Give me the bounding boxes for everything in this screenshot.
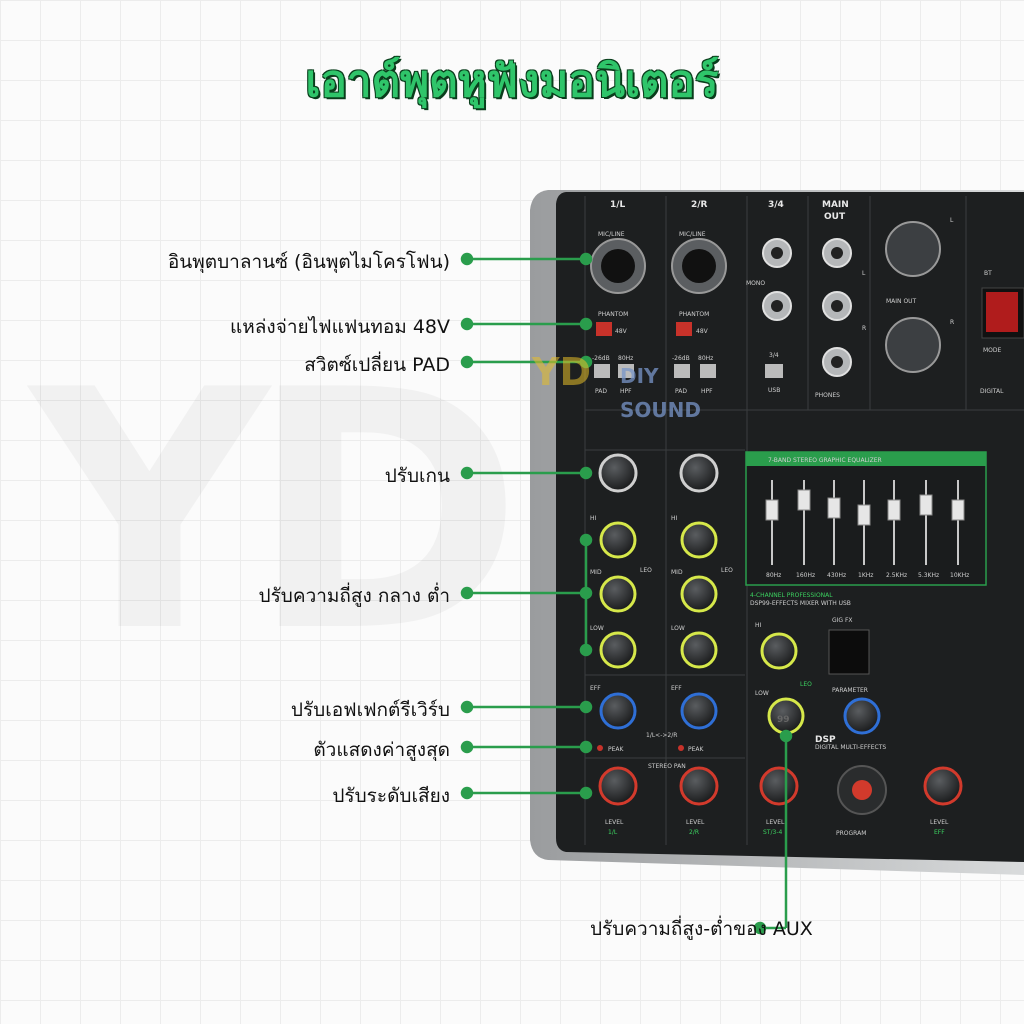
label-reverb: ปรับเอฟเฟกต์รีเวิร์บ — [290, 699, 450, 721]
hi-aux: HI — [755, 622, 762, 629]
mid-1: MID — [590, 569, 602, 576]
label-balanced-input: อินพุตบาลานซ์ (อินพุตไมโครโฟน) — [167, 251, 450, 273]
product-line2: DSP99-EFFECTS MIXER WITH USB — [750, 600, 851, 607]
pan-range: 1/L<->2/R — [646, 732, 677, 739]
hpf-1: 80Hz — [618, 355, 633, 362]
peak-1: PEAK — [608, 746, 625, 753]
main-out-label: MAIN OUT — [886, 298, 917, 305]
usb-label: USB — [768, 387, 780, 394]
page-title: เอาต์พุตหูฟังมอนิเตอร์ — [305, 56, 719, 107]
l-label: L — [862, 270, 866, 277]
main-out-bottom: OUT — [824, 212, 846, 222]
st34-bottom: ST/3-4 — [763, 829, 782, 836]
eq-title: 7-BAND STEREO GRAPHIC EQUALIZER — [768, 457, 882, 464]
phantom-2: PHANTOM — [679, 311, 709, 318]
label-gain: ปรับเกน — [384, 465, 450, 487]
eff-2: EFF — [671, 685, 682, 692]
hpf-label-2: HPF — [701, 388, 713, 395]
pad-2: -26dB — [672, 355, 690, 362]
level-4: LEVEL — [930, 819, 949, 826]
mic-line-1: MIC/LINE — [598, 231, 625, 238]
hi-2: HI — [671, 515, 678, 522]
brand-logo: YD DIY SOUND — [532, 350, 701, 422]
label-level: ปรับระดับเสียง — [332, 785, 450, 807]
eff-1: EFF — [590, 685, 601, 692]
hi-1: HI — [590, 515, 597, 522]
product-line1: 4-CHANNEL PROFESSIONAL — [750, 592, 833, 599]
label-phantom-power: แหล่งจ่ายไฟแฟนทอม 48V — [230, 316, 450, 338]
eq-band-label: 430Hz — [827, 572, 846, 579]
program-label: PROGRAM — [836, 830, 866, 837]
leo-1: LEO — [640, 567, 652, 574]
eq-band-label: 2.5KHz — [886, 572, 907, 579]
label-pad-switch: สวิตซ์เปลี่ยน PAD — [304, 354, 450, 376]
peak-2: PEAK — [688, 746, 705, 753]
usb-34: 3/4 — [769, 352, 779, 359]
hpf-label-1: HPF — [620, 388, 632, 395]
pad-label-2: PAD — [675, 388, 687, 395]
ch1-label: 1/L — [610, 200, 626, 210]
r-label-xlr: R — [950, 319, 954, 326]
mono-label: MONO — [746, 280, 765, 287]
ch2-bottom: 2/R — [689, 829, 699, 836]
l-label-xlr: L — [950, 217, 954, 224]
bt-label: BT — [984, 270, 992, 277]
mode-label: MODE — [983, 347, 1002, 354]
eff-bottom: EFF — [934, 829, 945, 836]
ch34-label: 3/4 — [768, 200, 784, 210]
brand-line1: DIY — [620, 364, 659, 388]
phones-label: PHONES — [815, 392, 840, 399]
gig-fx: GIG FX — [832, 617, 853, 624]
eq-band-label: 5.3KHz — [918, 572, 939, 579]
pad-label-1: PAD — [595, 388, 607, 395]
dsp-num: 99 — [777, 715, 790, 725]
pad-1: -26dB — [592, 355, 610, 362]
label-eq: ปรับความถี่สูง กลาง ต่ำ — [258, 585, 450, 607]
eq-band-label: 1KHz — [858, 572, 873, 579]
hpf-2: 80Hz — [698, 355, 713, 362]
eq-band-label: 10KHz — [950, 572, 969, 579]
mid-2: MID — [671, 569, 683, 576]
low-1: LOW — [590, 625, 604, 632]
stereo-pan: STEREO PAN — [648, 763, 686, 770]
eq-band-label: 80Hz — [766, 572, 781, 579]
v48-1: 48V — [615, 328, 628, 335]
phantom-1: PHANTOM — [598, 311, 628, 318]
dsp-sub: DIGITAL MULTI-EFFECTS — [815, 744, 886, 751]
ch1-bottom: 1/L — [608, 829, 618, 836]
dsp-label: DSP — [815, 735, 836, 745]
parameter-label: PARAMETER — [832, 687, 868, 694]
v48-2: 48V — [696, 328, 709, 335]
low-aux: LOW — [755, 690, 769, 697]
ch2-label: 2/R — [691, 200, 708, 210]
brand-logo-mark: YD — [532, 350, 592, 394]
watermark-text: YD — [30, 320, 523, 704]
r-label: R — [862, 325, 866, 332]
low-2: LOW — [671, 625, 685, 632]
leo-2: LEO — [721, 567, 733, 574]
brand-line2: SOUND — [620, 398, 701, 422]
level-2: LEVEL — [686, 819, 705, 826]
level-1: LEVEL — [605, 819, 624, 826]
leo-aux: LEO — [800, 681, 812, 688]
level-3: LEVEL — [766, 819, 785, 826]
main-out-top: MAIN — [822, 200, 849, 210]
label-peak: ตัวแสดงค่าสูงสุด — [313, 739, 450, 761]
mic-line-2: MIC/LINE — [679, 231, 706, 238]
digital-label: DIGITAL — [980, 388, 1004, 395]
eq-band-label: 160Hz — [796, 572, 815, 579]
label-aux-eq: ปรับความถี่สูง-ต่ำของ AUX — [590, 918, 813, 940]
